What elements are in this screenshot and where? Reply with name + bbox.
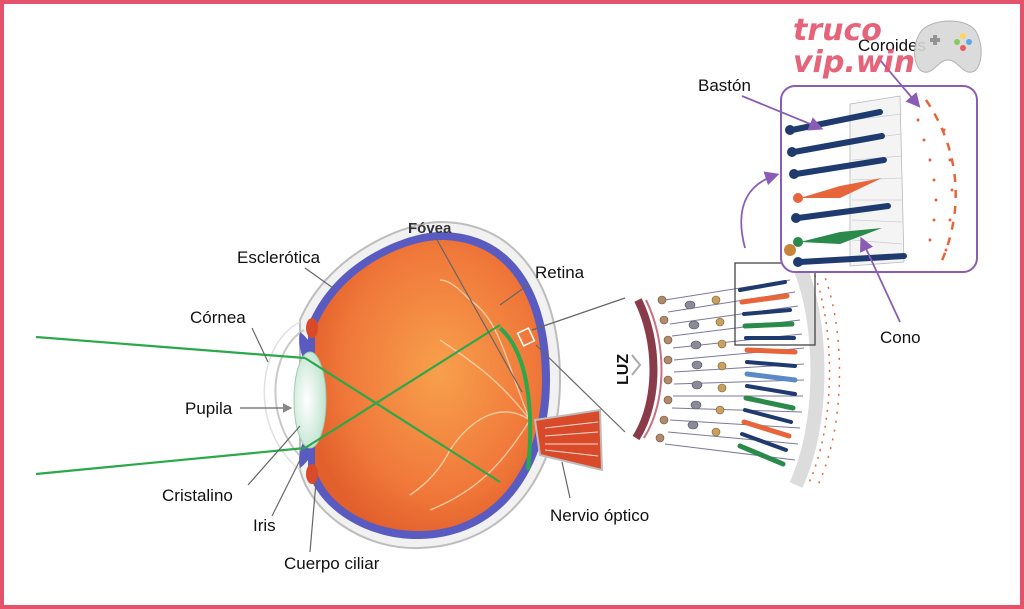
retina-cells — [655, 265, 841, 488]
label-iris: Iris — [253, 516, 276, 535]
label-luz: LUZ — [615, 354, 632, 385]
cone — [800, 178, 882, 198]
label-cuerpo-ciliar: Cuerpo ciliar — [284, 554, 380, 573]
retina-vessels — [409, 279, 531, 511]
callout-arrows — [740, 59, 921, 323]
luz-arrow — [631, 354, 642, 376]
retina-zoom-box — [516, 327, 536, 347]
iris-top — [299, 332, 315, 358]
leader-lines — [240, 237, 626, 553]
zoom-inset — [780, 85, 978, 273]
retina-section — [631, 262, 841, 488]
zoom-box — [734, 262, 816, 346]
label-coroides: Coroides — [858, 36, 926, 55]
vitreous-body — [315, 240, 542, 532]
label-esclerotica: Esclerótica — [237, 248, 321, 267]
label-cornea: Córnea — [190, 308, 246, 327]
label-nervio-optico: Nervio óptico — [550, 506, 649, 525]
rod — [793, 157, 887, 177]
rod — [795, 203, 891, 221]
rod — [791, 133, 885, 155]
rod — [789, 109, 883, 133]
watermark-line2: vip.win — [793, 45, 915, 80]
gamepad-icon — [914, 20, 982, 73]
ciliary-body-top — [306, 318, 318, 338]
light-rays — [35, 324, 501, 483]
watermark-line1: truco — [793, 13, 882, 48]
label-retina: Retina — [535, 263, 585, 282]
label-fovea: Fóvea — [408, 220, 452, 237]
retina-arc — [498, 326, 533, 471]
watermark-logo: truco vip.win — [793, 13, 982, 80]
cone — [800, 228, 882, 244]
lens — [293, 351, 327, 449]
cornea — [274, 329, 305, 461]
eyeball — [263, 220, 604, 550]
label-cristalino: Cristalino — [162, 486, 233, 505]
rod — [797, 253, 907, 265]
label-pupila: Pupila — [185, 399, 233, 418]
label-cono: Cono — [880, 328, 921, 347]
label-baston: Bastón — [698, 76, 751, 95]
ciliary-body-bottom — [306, 464, 318, 484]
